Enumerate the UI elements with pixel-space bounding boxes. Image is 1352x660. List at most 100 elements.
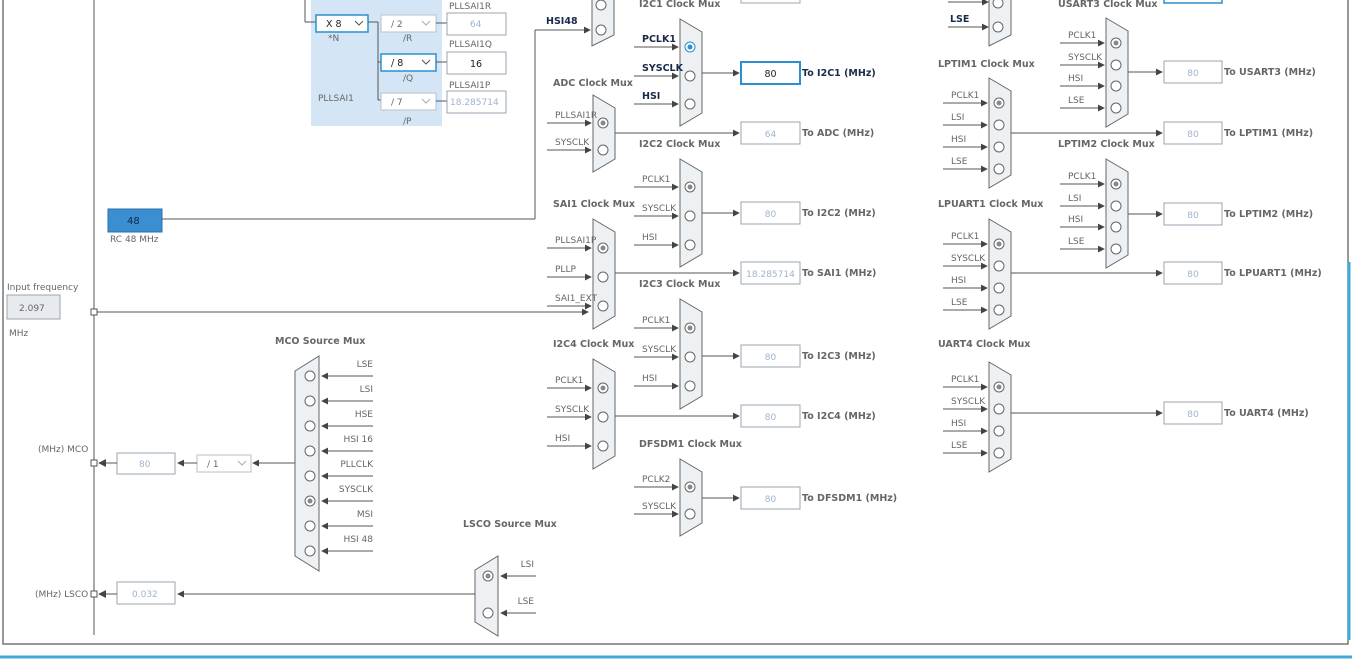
chevron-down-icon — [421, 20, 431, 26]
sai1-mux-title: SAI1 Clock Mux — [553, 199, 635, 210]
mco-radio-0[interactable] — [304, 370, 316, 382]
i2c3-radio-2[interactable] — [684, 380, 696, 392]
mux-partial-top — [591, 0, 615, 47]
lsco-mux-body — [474, 555, 499, 637]
pllsai1-n-select[interactable]: X 8 — [315, 14, 369, 33]
mco-mux-title: MCO Source Mux — [275, 336, 365, 347]
rc48-oscillator[interactable]: 48 — [107, 208, 163, 233]
mco-radio-3[interactable] — [304, 445, 316, 457]
lpuart1-output-label: To LPUART1 (MHz) — [1224, 268, 1322, 279]
usart3-radio-1[interactable] — [1110, 59, 1122, 71]
pllsai1-r-select[interactable]: / 2 — [380, 14, 437, 33]
lsco-output-label: (MHz) LSCO — [35, 590, 88, 600]
lptim1-output-label: To LPTIM1 (MHz) — [1224, 128, 1313, 139]
adc-mux-title: ADC Clock Mux — [553, 78, 633, 89]
uart4-input-pclk1: PCLK1 — [951, 375, 979, 385]
mco-input-lse: LSE — [357, 360, 374, 370]
pllsai1-q-select[interactable]: / 8 — [380, 53, 437, 72]
sai1-input-pllp: PLLP — [555, 265, 576, 275]
pllsai1-n-label: *N — [328, 34, 339, 44]
i2c4-radio-2[interactable] — [597, 440, 609, 452]
lpuart1-input-pclk1: PCLK1 — [951, 232, 979, 242]
uart4-mux-title: UART4 Clock Mux — [938, 339, 1030, 350]
sai1-radio-2[interactable] — [597, 300, 609, 312]
i2c4-radio-selected-dot — [600, 385, 606, 391]
svg-text:/ 1: / 1 — [207, 460, 219, 470]
lptim1-mux-title: LPTIM1 Clock Mux — [938, 59, 1035, 70]
i2c1-input-sysclk: SYSCLK — [642, 63, 684, 74]
usart3-radio-2[interactable] — [1110, 80, 1122, 92]
pllsai1r-label: PLLSAI1R — [449, 2, 491, 12]
lpuart1-output-value: 80 — [1187, 270, 1199, 280]
input-frequency-field[interactable]: 2.097 — [6, 294, 61, 320]
lsco-radio-selected-dot — [485, 573, 491, 579]
pllsai1-label: PLLSAI1 — [318, 94, 354, 104]
i2c2-radio-1[interactable] — [684, 210, 696, 222]
lptim2-radio-2[interactable] — [1110, 221, 1122, 233]
chevron-down-icon — [237, 460, 247, 466]
i2c3-radio-1[interactable] — [684, 351, 696, 363]
pllsai1q-value: 16 — [470, 59, 482, 70]
usart3-radio-3[interactable] — [1110, 102, 1122, 114]
i2c2-radio-2[interactable] — [684, 239, 696, 251]
pllsai1-r-label: /R — [403, 34, 412, 44]
svg-text:48: 48 — [127, 216, 140, 227]
mco-radio-1[interactable] — [304, 395, 316, 407]
i2c3-output-box — [740, 344, 801, 368]
usart3-top-partial: LSE — [740, 0, 1223, 47]
lpuart1-radio-2[interactable] — [993, 282, 1005, 294]
dfsdm1-radio-1[interactable] — [684, 508, 696, 520]
lptim2-mux-title: LPTIM2 Clock Mux — [1058, 139, 1155, 150]
i2c4-input-hsi: HSI — [555, 434, 570, 444]
mco-input-lsi: LSI — [360, 385, 373, 395]
mco-radio-6[interactable] — [304, 520, 316, 532]
mco-input-hsi-16: HSI 16 — [344, 435, 374, 445]
lpuart1-radio-1[interactable] — [993, 260, 1005, 272]
i2c3-output-label: To I2C3 (MHz) — [802, 351, 876, 362]
pllsai1p-value: 18.285714 — [450, 98, 499, 108]
lptim2-radio-3[interactable] — [1110, 243, 1122, 255]
usart3-input-lse: LSE — [1068, 96, 1085, 106]
lsco-radio-1[interactable] — [482, 607, 494, 619]
input-frequency-unit: MHz — [9, 329, 29, 339]
uart4-radio-2[interactable] — [993, 425, 1005, 437]
usart3-output-label: To USART3 (MHz) — [1224, 67, 1316, 78]
i2c4-radio-1[interactable] — [597, 411, 609, 423]
lpuart1-input-hsi: HSI — [951, 276, 966, 286]
svg-text:/ 2: / 2 — [391, 20, 403, 30]
lpuart1-radio-3[interactable] — [993, 304, 1005, 316]
pllsai1-p-select[interactable]: / 7 — [380, 92, 437, 111]
sai1-radio-1[interactable] — [597, 271, 609, 283]
i2c1-radio-1[interactable] — [684, 70, 696, 82]
adc-radio-selected-dot — [600, 120, 606, 126]
lpuart1-mux-title: LPUART1 Clock Mux — [938, 199, 1043, 210]
lptim1-radio-3[interactable] — [993, 163, 1005, 175]
uart4-radio-1[interactable] — [993, 403, 1005, 415]
mco-radio-2[interactable] — [304, 420, 316, 432]
mco-radio-4[interactable] — [304, 470, 316, 482]
adc-radio-1[interactable] — [597, 144, 609, 156]
lsco-mux-title: LSCO Source Mux — [463, 519, 557, 530]
lptim1-radio-2[interactable] — [993, 141, 1005, 153]
lptim1-input-pclk1: PCLK1 — [951, 91, 979, 101]
uart4-radio-3[interactable] — [993, 447, 1005, 459]
mco-radio-7[interactable] — [304, 545, 316, 557]
chevron-down-icon — [354, 20, 364, 26]
lptim2-radio-1[interactable] — [1110, 200, 1122, 212]
i2c1-radio-2[interactable] — [684, 98, 696, 110]
lptim2-output-label: To LPTIM2 (MHz) — [1224, 209, 1313, 220]
mco-output-value: 80 — [139, 460, 151, 470]
pllsai1r-value: 64 — [470, 20, 482, 30]
i2c2-output-box — [740, 201, 801, 225]
lptim1-radio-selected-dot — [996, 100, 1002, 106]
mco-divider-select[interactable]: / 1 — [196, 454, 252, 473]
sai1-output-box — [740, 261, 801, 285]
dfsdm1-radio-selected-dot — [687, 484, 693, 490]
lptim1-radio-1[interactable] — [993, 119, 1005, 131]
